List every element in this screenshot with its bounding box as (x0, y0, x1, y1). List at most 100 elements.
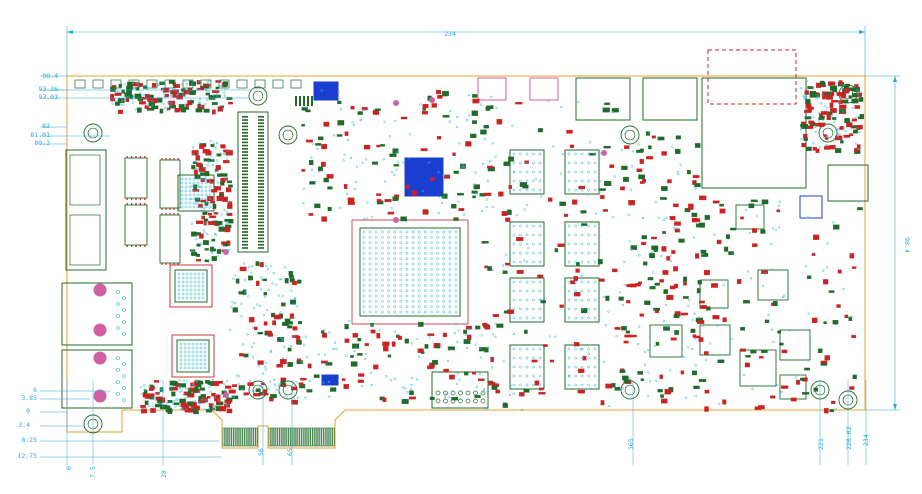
smd-passive (805, 103, 812, 108)
via (489, 159, 492, 163)
bga-ball (191, 350, 195, 354)
via (817, 119, 821, 122)
smd-passive (611, 383, 616, 388)
smd-passive (173, 402, 180, 405)
bga-ball (436, 230, 439, 234)
via (284, 266, 287, 269)
bga-ball (567, 188, 571, 192)
via (473, 183, 476, 186)
smd-passive (636, 149, 644, 153)
smd-passive (219, 406, 226, 412)
bga-ball (430, 267, 433, 271)
bga-ball (405, 262, 409, 266)
bga-ball (417, 257, 421, 261)
smd-passive (576, 262, 580, 267)
connector-pin (258, 199, 264, 201)
via (837, 102, 841, 105)
bga-ball (448, 294, 452, 298)
smd-passive (190, 404, 197, 409)
via (158, 380, 161, 383)
via (213, 232, 217, 236)
inductor (699, 279, 729, 309)
connector-pin (242, 205, 248, 208)
bga-ball (197, 292, 201, 296)
smd-passive (358, 373, 365, 377)
smd-passive (578, 185, 586, 190)
smd-passive (211, 102, 218, 105)
bga-ball (405, 230, 409, 234)
smd-passive (750, 350, 757, 354)
bga-ball (512, 251, 516, 255)
header-pin (473, 398, 478, 404)
bga-ball (532, 289, 535, 293)
smd-passive (205, 409, 213, 413)
via (232, 277, 235, 280)
smd-passive (284, 318, 291, 323)
bga-ball (454, 278, 458, 282)
smd-passive (819, 80, 825, 86)
smd-passive (484, 324, 491, 330)
smd-passive (740, 216, 744, 220)
bga-ball (368, 251, 372, 255)
smd-passive (357, 379, 364, 383)
smd-passive (432, 359, 438, 365)
via (554, 335, 557, 338)
bga-ball (593, 161, 597, 165)
bga-ball (567, 356, 571, 360)
bga-ball (192, 197, 196, 201)
bga-ball (183, 346, 187, 350)
smd-passive (857, 207, 863, 211)
bga-ball (567, 251, 571, 255)
bga-ball (538, 307, 542, 311)
smd-passive (621, 326, 627, 331)
bga-ball (199, 350, 203, 354)
pcie-finger (292, 427, 295, 447)
smd-passive (505, 262, 510, 266)
via (116, 90, 120, 94)
via (170, 101, 173, 105)
smd-passive (344, 324, 349, 330)
smd-passive (664, 389, 671, 395)
ddr-chip (564, 344, 600, 390)
bga-ball (184, 189, 188, 193)
smd-passive (823, 321, 827, 324)
via (751, 387, 754, 391)
smd-passive (447, 346, 455, 351)
via (806, 216, 809, 219)
bga-ball (381, 257, 384, 261)
bga-ball (454, 294, 458, 298)
via (223, 94, 227, 97)
via (237, 375, 241, 378)
smd-passive (684, 208, 691, 213)
via (474, 343, 478, 346)
bga-ball (381, 278, 384, 282)
bga-ball (532, 280, 535, 284)
bga-ball (587, 224, 590, 228)
smd-passive (204, 379, 210, 384)
smd-passive (840, 92, 847, 98)
connector-pin (242, 186, 248, 188)
smd-passive (344, 131, 349, 136)
smd-passive (700, 305, 707, 309)
bga-ball (538, 374, 542, 378)
smd-passive (392, 196, 399, 202)
smd-passive (404, 338, 409, 344)
via (748, 231, 752, 235)
bga-ball (399, 267, 403, 271)
smd-passive (640, 378, 645, 381)
smd-passive (228, 389, 236, 394)
via (812, 141, 815, 145)
via (482, 162, 485, 166)
smd-passive (387, 354, 392, 358)
bga-ball (381, 310, 384, 314)
via (250, 345, 254, 348)
connector-pin (258, 212, 264, 214)
smd-passive (138, 82, 143, 87)
via (217, 90, 220, 93)
via (655, 379, 658, 382)
smd-passive (625, 330, 630, 334)
bga-ball (532, 152, 535, 156)
bga-ball (448, 246, 452, 250)
smd-passive (228, 101, 233, 105)
via (213, 396, 216, 399)
